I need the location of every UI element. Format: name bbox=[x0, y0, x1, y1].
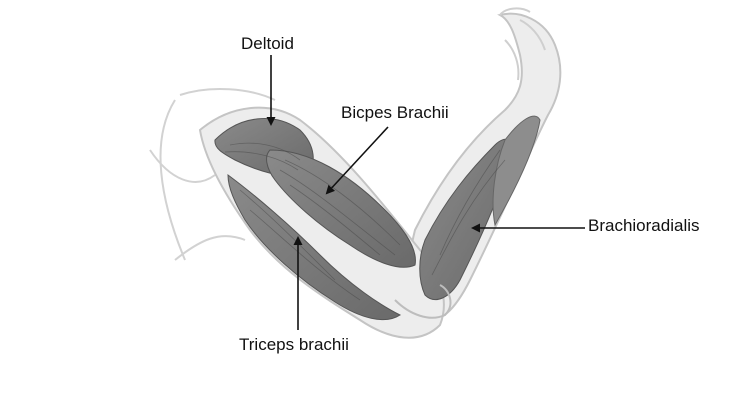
label-deltoid: Deltoid bbox=[241, 34, 294, 53]
triceps-muscle bbox=[227, 174, 401, 321]
label-brachioradialis: Brachioradialis bbox=[588, 216, 700, 235]
forearm-extensor-muscle bbox=[492, 115, 541, 227]
elbow-outline bbox=[394, 284, 452, 319]
biceps-arrow bbox=[325, 126, 389, 195]
torso-outline bbox=[149, 87, 276, 261]
label-biceps-brachii: Bicpes Brachii bbox=[341, 103, 449, 122]
leader-lines bbox=[266, 55, 585, 330]
muscle-fibers bbox=[224, 142, 506, 301]
label-triceps-brachii: Triceps brachii bbox=[239, 335, 349, 354]
biceps-muscle bbox=[266, 149, 416, 268]
